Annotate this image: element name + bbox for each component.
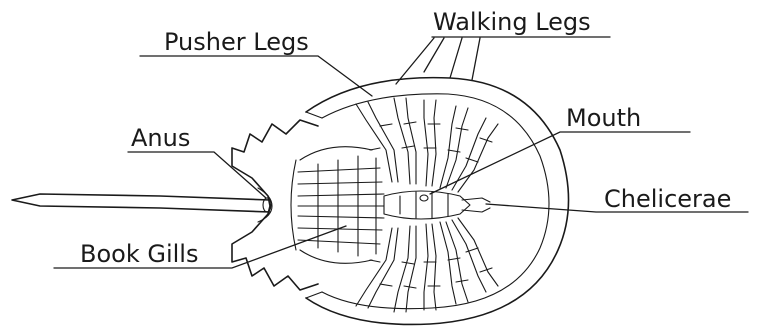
book-gills <box>298 147 384 264</box>
carapace-inner-rim <box>322 94 549 309</box>
legs-lower <box>356 218 498 312</box>
carapace-hinge <box>306 112 322 298</box>
horseshoe-crab-illustration <box>12 78 569 325</box>
abdomen-inner-line <box>291 160 296 250</box>
pusher-legs-underline <box>140 56 372 96</box>
anus-underline <box>128 152 266 198</box>
label-anus: Anus <box>131 124 190 152</box>
chelicerae-drawing <box>462 198 490 212</box>
label-pusher-legs: Pusher Legs <box>164 28 309 56</box>
mouth-region <box>384 191 490 219</box>
abdomen-outline <box>232 120 318 290</box>
telson <box>12 194 270 212</box>
label-chelicerae: Chelicerae <box>604 185 731 213</box>
label-book-gills: Book Gills <box>80 240 198 268</box>
leader-lines <box>54 37 748 268</box>
label-mouth: Mouth <box>566 104 641 132</box>
labels: Walking Legs Pusher Legs Mouth Anus Chel… <box>80 8 731 268</box>
legs-upper <box>356 98 498 192</box>
carapace-outline <box>306 78 569 325</box>
label-walking-legs: Walking Legs <box>433 8 591 36</box>
